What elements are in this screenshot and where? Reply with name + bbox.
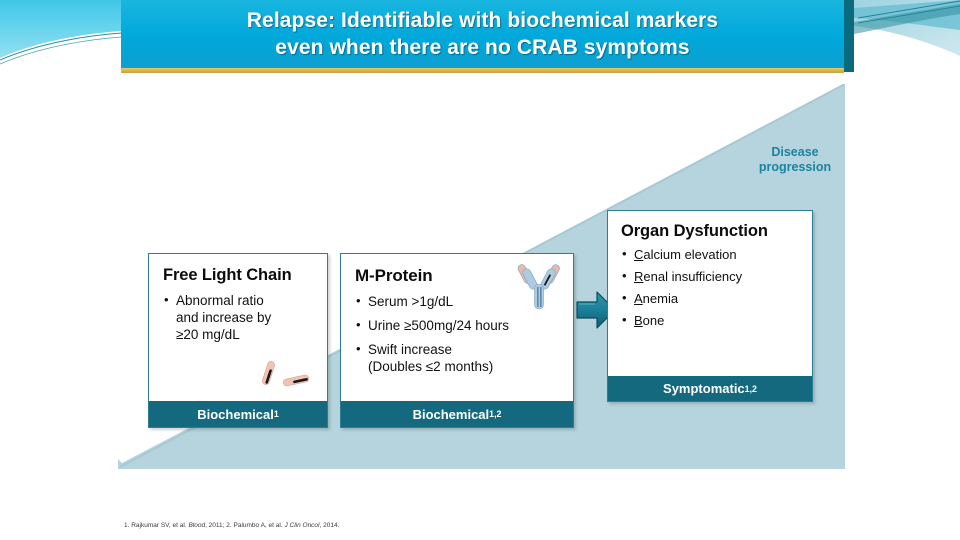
card-organ-dysfunction[interactable]: Organ Dysfunction Calcium elevation Rena…: [607, 210, 813, 402]
citation-2-journal: J Clin Oncol: [284, 522, 320, 529]
citation-1-journal: Blood: [188, 522, 206, 529]
progression-label-line-1: Disease: [771, 145, 819, 159]
disease-progression-label: Disease progression: [742, 145, 848, 175]
crab-initial-r: R: [634, 269, 644, 284]
footer-reference: 1,2: [744, 383, 757, 394]
bullet-text: one: [642, 313, 665, 328]
footer-reference: 1,2: [489, 409, 502, 419]
page-title: Relapse: Identifiable with biochemical m…: [247, 7, 718, 61]
citation-1-prefix: 1. Rajkumar SV, et al.: [124, 522, 189, 529]
list-item: Bone: [621, 312, 799, 329]
card-title-organ-dysfunction: Organ Dysfunction: [621, 222, 768, 240]
slide-title-banner: Relapse: Identifiable with biochemical m…: [121, 0, 844, 68]
crab-initial-a: A: [634, 291, 643, 306]
citation-1-suffix: , 2011;: [205, 522, 227, 529]
footer-label: Biochemical: [197, 406, 274, 422]
bullet-line-2: and increase by: [176, 310, 272, 325]
list-item: Anemia: [621, 290, 799, 307]
list-item: Swift increase (Doubles ≤2 months): [355, 340, 559, 375]
crab-initial-c: C: [634, 247, 644, 262]
card-free-light-chain[interactable]: Free Light Chain Abnormal ratio and incr…: [148, 253, 328, 428]
citation-2-suffix: , 2014.: [319, 522, 340, 529]
footer-label: Symptomatic: [663, 381, 745, 396]
card-title-free-light-chain: Free Light Chain: [163, 266, 292, 284]
card-bullet-list: Abnormal ratio and increase by ≥20 mg/dL: [163, 291, 313, 343]
crab-initial-b: B: [634, 313, 643, 328]
bullet-text: enal insufficiency: [643, 269, 743, 284]
card-body: Organ Dysfunction Calcium elevation Rena…: [608, 211, 812, 401]
card-title-m-protein: M-Protein: [355, 266, 433, 285]
bullet-line-1: Abnormal ratio: [176, 293, 264, 308]
bullet-text: nemia: [642, 291, 679, 306]
antibody-icon: [517, 264, 560, 310]
banner-gold-rule: [121, 68, 844, 73]
list-item: Calcium elevation: [621, 246, 799, 263]
bullet-text: alcium elevation: [643, 247, 737, 262]
list-item: Serum >1g/dL: [355, 292, 559, 310]
citation-2-prefix: 2. Palumbo A, et al.: [226, 522, 285, 529]
card-body: Free Light Chain Abnormal ratio and incr…: [149, 254, 327, 427]
bullet-line-2: (Doubles ≤2 months): [368, 359, 494, 374]
bullet-line-1: Swift increase: [368, 342, 453, 357]
progression-label-line-2: progression: [758, 160, 832, 174]
bullet-line-3: ≥20 mg/dL: [176, 327, 240, 342]
light-chain-icon: [262, 361, 310, 387]
title-line-2: even when there are no CRAB symptoms: [275, 36, 690, 59]
citation-footnote: 1. Rajkumar SV, et al. Blood, 2011; 2. P…: [124, 521, 824, 530]
list-item: Abnormal ratio and increase by ≥20 mg/dL: [163, 291, 313, 343]
list-item: Renal insufficiency: [621, 268, 799, 285]
card-body: M-Protein Serum >1g/dL Urine ≥500mg/24 h…: [341, 254, 573, 427]
footer-reference: 1: [273, 409, 279, 419]
card-bullet-list: Calcium elevation Renal insufficiency An…: [621, 246, 799, 329]
list-item: Urine ≥500mg/24 hours: [355, 316, 559, 334]
footer-label: Biochemical: [412, 406, 490, 422]
progression-arrow-icon: [576, 291, 616, 329]
card-m-protein[interactable]: M-Protein Serum >1g/dL Urine ≥500mg/24 h…: [340, 253, 574, 428]
card-bullet-list: Serum >1g/dL Urine ≥500mg/24 hours Swift…: [355, 292, 559, 375]
banner-right-edge-bar: [844, 0, 854, 72]
title-line-1: Relapse: Identifiable with biochemical m…: [246, 9, 719, 32]
